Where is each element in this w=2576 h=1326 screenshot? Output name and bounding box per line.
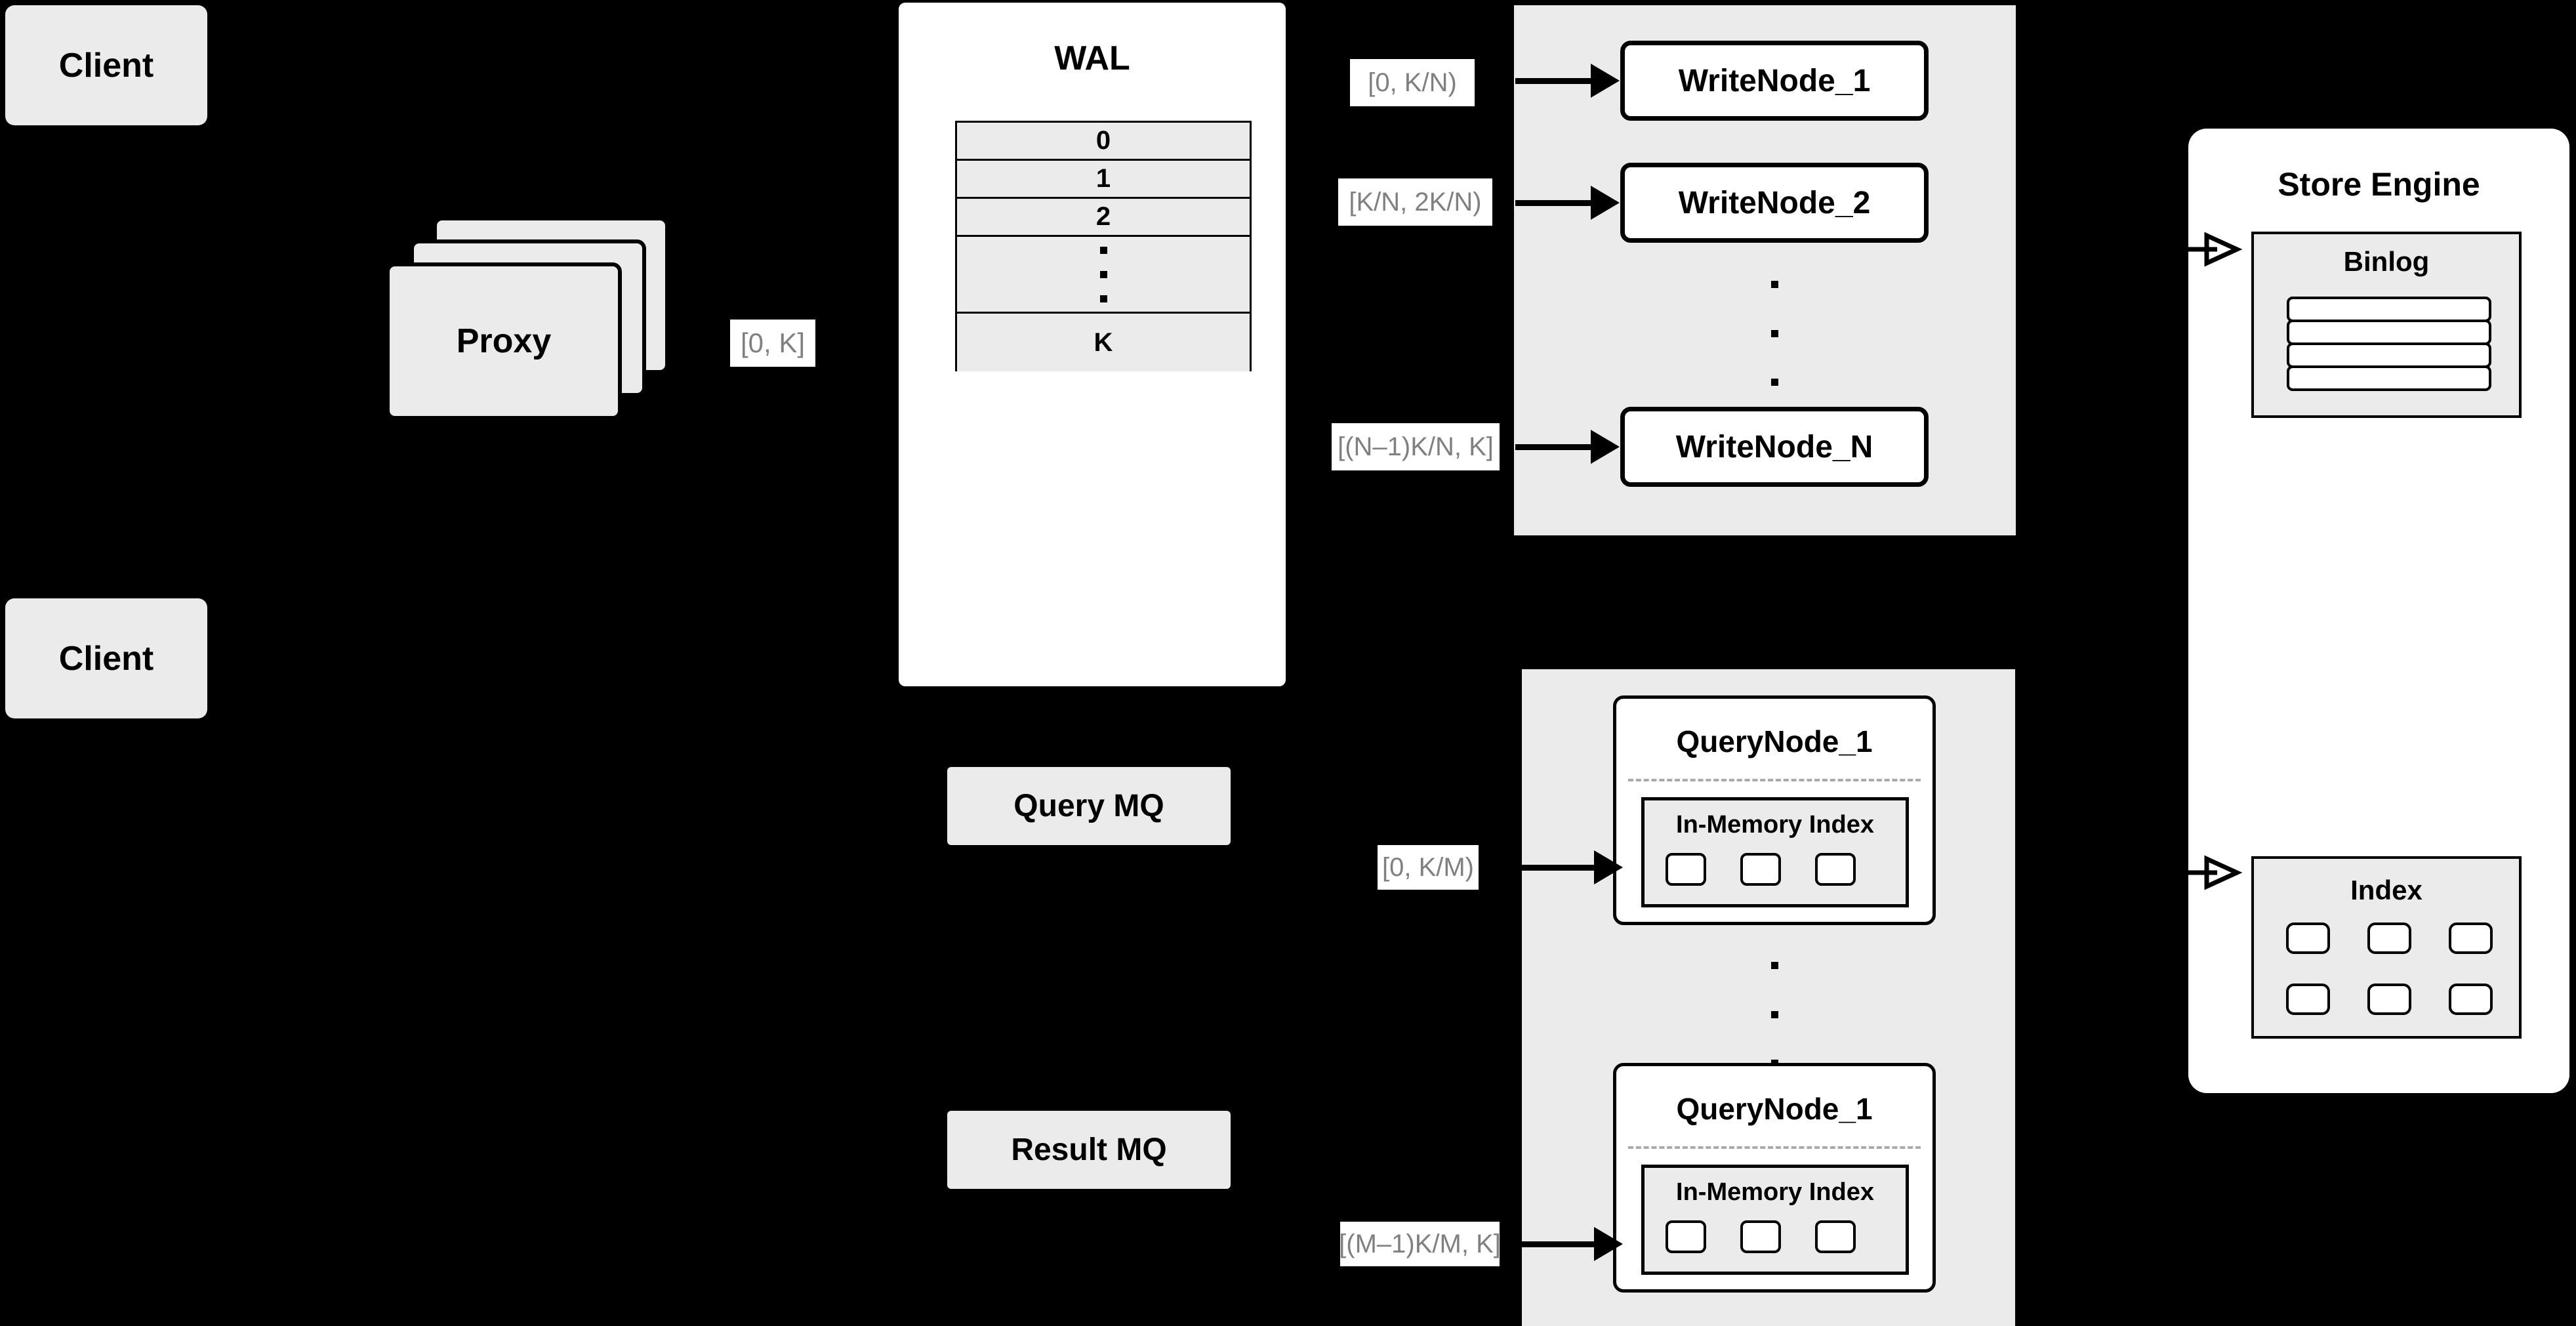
query-arrow-head-m — [1594, 1227, 1623, 1261]
in-memory-index-label: In-Memory Index — [1676, 1178, 1874, 1206]
in-memory-index-label: In-Memory Index — [1676, 811, 1874, 839]
result-mq-box[interactable]: Result MQ — [947, 1111, 1231, 1189]
ellipsis-dot — [1099, 295, 1107, 302]
query-node-label: QueryNode_1 — [1676, 1092, 1873, 1126]
write-node-label: WriteNode_2 — [1678, 185, 1871, 220]
query-node-label: QueryNode_1 — [1676, 724, 1873, 758]
query-mq-label: Query MQ — [1013, 789, 1164, 823]
in-memory-index-m: In-Memory Index — [1641, 1165, 1909, 1275]
binlog-bar[interactable] — [2287, 297, 2491, 322]
ellipsis-dot — [1099, 270, 1107, 278]
write-range-label-2: [K/N, 2K/N) — [1338, 178, 1492, 226]
index-cell[interactable] — [1740, 853, 1781, 886]
index-box: Index — [2251, 856, 2522, 1039]
wal-row-ellipsis — [957, 237, 1250, 314]
write-arrow-line-1 — [1515, 78, 1594, 84]
wal-panel: WAL 0 1 2 K — [899, 3, 1286, 686]
store-engine-title: Store Engine — [2278, 166, 2480, 203]
in-memory-index-1: In-Memory Index — [1641, 797, 1909, 907]
query-range-label-m: [(M–1)K/M, K] — [1339, 1222, 1501, 1266]
wal-title: WAL — [1054, 39, 1130, 77]
query-node-ellipsis — [1770, 962, 1779, 1067]
write-arrow-line-n — [1515, 444, 1594, 450]
query-node-divider — [1628, 779, 1921, 781]
write-node-ellipsis — [1770, 281, 1779, 386]
ellipsis-dot — [1770, 379, 1778, 386]
write-arrow-line-2 — [1515, 200, 1594, 206]
wal-row[interactable]: K — [957, 314, 1250, 371]
client-label: Client — [58, 639, 154, 678]
client-box-1[interactable]: Client — [5, 5, 207, 125]
index-label: Index — [2350, 875, 2423, 905]
wal-row[interactable]: 0 — [957, 123, 1250, 161]
client-box-2[interactable]: Client — [5, 598, 207, 718]
query-mq-box[interactable]: Query MQ — [947, 767, 1231, 845]
write-node-1[interactable]: WriteNode_1 — [1620, 41, 1929, 121]
result-mq-label: Result MQ — [1011, 1132, 1167, 1167]
binlog-label: Binlog — [2343, 246, 2430, 277]
write-arrow-head-1 — [1591, 64, 1620, 98]
ellipsis-dot — [1770, 962, 1778, 969]
wal-table: 0 1 2 K — [955, 121, 1252, 371]
client-label: Client — [58, 46, 154, 85]
index-cell[interactable] — [1740, 1220, 1781, 1253]
index-cell[interactable] — [1815, 1220, 1856, 1253]
binlog-inflow-arrow — [2183, 230, 2249, 269]
index-cell[interactable] — [2449, 922, 2493, 954]
query-arrow-head-1 — [1594, 850, 1623, 884]
ellipsis-dot — [1770, 1010, 1778, 1018]
index-cell[interactable] — [2367, 922, 2411, 954]
index-inflow-arrow — [2183, 853, 2249, 892]
write-range-label-n: [(N–1)K/N, K] — [1332, 423, 1500, 470]
proxy-box[interactable]: Proxy — [386, 262, 622, 420]
write-arrow-head-n — [1591, 430, 1620, 464]
index-cell[interactable] — [2286, 984, 2330, 1015]
write-range-label-1: [0, K/N) — [1350, 59, 1475, 106]
index-cell[interactable] — [1815, 853, 1856, 886]
binlog-bar[interactable] — [2287, 342, 2491, 368]
proxy-range-label: [0, K] — [730, 320, 815, 367]
index-cell[interactable] — [2449, 984, 2493, 1015]
binlog-box: Binlog — [2251, 232, 2522, 418]
index-cell[interactable] — [2367, 984, 2411, 1015]
store-engine-panel: Store Engine Binlog Index — [2188, 129, 2569, 1093]
query-arrow-line-1 — [1522, 865, 1598, 871]
index-cell[interactable] — [1666, 853, 1706, 886]
index-cell[interactable] — [2286, 922, 2330, 954]
ellipsis-dot — [1770, 281, 1778, 288]
query-arrow-line-m — [1522, 1241, 1598, 1247]
ellipsis-dot — [1770, 329, 1778, 337]
wal-row[interactable]: 1 — [957, 161, 1250, 199]
query-node-1[interactable]: QueryNode_1 In-Memory Index — [1613, 695, 1936, 925]
write-arrow-head-2 — [1591, 186, 1620, 220]
write-node-label: WriteNode_N — [1675, 429, 1873, 465]
write-node-2[interactable]: WriteNode_2 — [1620, 163, 1929, 243]
binlog-bar[interactable] — [2287, 365, 2491, 391]
query-node-m[interactable]: QueryNode_1 In-Memory Index — [1613, 1063, 1936, 1293]
proxy-label: Proxy — [456, 322, 552, 360]
query-range-label-1: [0, K/M) — [1378, 845, 1479, 890]
ellipsis-dot — [1099, 246, 1107, 254]
binlog-bar[interactable] — [2287, 320, 2491, 345]
write-node-label: WriteNode_1 — [1678, 63, 1871, 98]
query-node-divider — [1628, 1146, 1921, 1149]
index-cell[interactable] — [1666, 1220, 1706, 1253]
wal-row[interactable]: 2 — [957, 199, 1250, 237]
write-node-n[interactable]: WriteNode_N — [1620, 407, 1929, 487]
